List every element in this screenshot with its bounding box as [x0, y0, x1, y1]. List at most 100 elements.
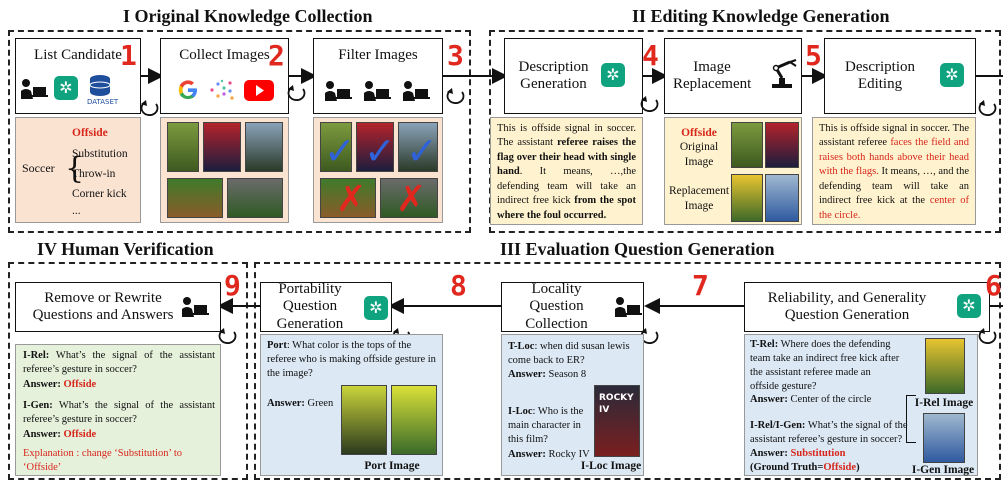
desc-gen-highlight: referee raises the flag over their head … — [497, 137, 636, 178]
desc-gen-text: . It means, …,the defending team will ta… — [497, 166, 636, 207]
candidate-item: Substitution — [72, 148, 128, 160]
soccer-root-label: Soccer — [22, 161, 55, 175]
port-photo — [391, 385, 437, 455]
ground-truth-suffix: ) — [856, 461, 860, 473]
original-image-label: Original Image — [679, 141, 719, 168]
trel-answer-label: Answer: — [750, 394, 788, 406]
section-title-human-verification: IV Human Verification — [37, 239, 214, 259]
iloc-block: I-Loc: Who is the main character in this… — [508, 405, 596, 462]
ground-truth-prefix: (Ground Truth= — [750, 461, 824, 473]
chatgpt-icon: ✲ — [957, 294, 981, 318]
candidate-item: ... — [72, 205, 81, 217]
chatgpt-icon: ✲ — [54, 76, 78, 100]
loop-arrow-icon — [978, 328, 1000, 346]
soccer-photo — [167, 122, 199, 172]
section-title-editing-knowledge: II Editing Knowledge Generation — [632, 6, 890, 26]
desc-edit-text: It means, …, and the defending team will… — [819, 166, 969, 207]
igen-answer: Substitution — [790, 447, 846, 459]
port-caption: Port Image — [364, 460, 420, 472]
explanation-text: Explanation : change ‘Substitution’ to ‘… — [23, 448, 183, 474]
iloc-caption: I-Loc Image — [580, 460, 642, 472]
verify-igen-question: What’s the signal of the assistant refer… — [23, 400, 215, 426]
portability-panel: Port: What color is the tops of the refe… — [260, 334, 443, 476]
irel-photo — [925, 338, 965, 394]
section-frame-3 — [254, 262, 1001, 480]
list-candidate-label: List Candidate — [34, 47, 122, 63]
loop-arrow-icon — [640, 96, 662, 114]
filter-images-label: Filter Images — [338, 47, 418, 63]
description-generation-label: Description Generation — [518, 58, 589, 92]
reliability-panel: T-Rel: Where does the defending team tak… — [744, 334, 978, 476]
replacement-photo — [765, 174, 799, 222]
verify-igen-answer-label: Answer: — [23, 428, 64, 440]
rocky-poster-image: ROCKY IV — [594, 385, 640, 457]
tloc-label: T-Loc — [508, 341, 535, 352]
loop-arrow-icon — [218, 328, 240, 346]
check-icon: ✓ — [324, 129, 356, 173]
tloc-question: : when did susan lewis come back to ER? — [508, 341, 630, 367]
collect-images-box: Collect Images — [160, 38, 289, 114]
person-laptop-icon — [614, 296, 642, 318]
desc-gen-highlight: from the spot where the foul occurred. — [497, 195, 636, 221]
remove-rewrite-box: Remove or Rewrite Questions and Answers — [15, 282, 221, 332]
person-laptop-icon — [181, 296, 209, 318]
verify-irel-answer: Offside — [63, 378, 97, 390]
description-editing-panel: This is offside signal in soccer. The as… — [812, 117, 976, 225]
robot-arm-icon — [768, 58, 800, 90]
step-number-8: 8 — [450, 269, 467, 302]
step-number-1: 1 — [120, 39, 137, 72]
port-label: Port — [267, 340, 287, 351]
igen-caption: I-Gen Image — [911, 464, 975, 476]
candidate-item: Throw-in — [72, 168, 116, 180]
brace: { — [65, 151, 85, 186]
tloc-answer: Season 8 — [545, 369, 587, 381]
cross-icon: ✗ — [336, 179, 367, 220]
iloc-answer-label: Answer: — [508, 448, 546, 460]
google-icon — [176, 78, 200, 102]
loop-arrow-icon — [978, 100, 1000, 118]
port-answer-block: Answer: Green — [267, 397, 333, 411]
iloc-label: I-Loc — [508, 406, 533, 417]
trel-question: Where does the defending team take an in… — [750, 339, 900, 392]
step-number-9: 9 — [224, 269, 241, 302]
check-icon: ✓ — [364, 129, 396, 173]
igen-answer-label: Answer: — [750, 447, 791, 459]
loop-arrow-icon — [140, 100, 162, 118]
collected-images-panel — [160, 117, 289, 223]
filtered-images-panel: ✓ ✓ ✓ ✗ ✗ — [313, 117, 443, 223]
portability-question-label: Portability Question Generation — [276, 281, 344, 332]
soccer-photo — [380, 178, 438, 218]
person-laptop-icon — [402, 80, 430, 102]
port-answer-label: Answer: — [267, 398, 305, 409]
loop-arrow-icon — [287, 85, 309, 103]
verification-panel: I-Rel: What’s the signal of the assistan… — [15, 344, 221, 476]
bracket — [906, 395, 916, 443]
soccer-photo — [227, 178, 283, 218]
verify-irel-block: I-Rel: What’s the signal of the assistan… — [23, 349, 215, 392]
port-block: Port: What color is the tops of the refe… — [267, 339, 439, 382]
list-candidate-box: List Candidate — [15, 38, 141, 114]
remove-rewrite-label: Remove or Rewrite Questions and Answers — [32, 289, 174, 323]
step-number-4: 4 — [642, 39, 659, 72]
trel-label: T-Rel: — [750, 339, 779, 350]
description-editing-label: Description Editing — [845, 58, 915, 92]
verify-igen-block: I-Gen: What’s the signal of the assistan… — [23, 399, 215, 442]
step-number-7: 7 — [692, 269, 709, 302]
soccer-photo — [167, 178, 223, 218]
database-icon — [88, 74, 112, 98]
port-answer: Green — [304, 398, 334, 409]
candidate-item: Offside — [72, 127, 108, 139]
dataset-label: DATASET — [87, 98, 119, 106]
step-number-6: 6 — [985, 269, 1002, 302]
tloc-answer-label: Answer: — [508, 369, 546, 381]
section-frame-4 — [8, 262, 248, 480]
section-frame-1 — [8, 30, 471, 233]
description-generation-panel: This is offside signal in soccer. The as… — [490, 117, 643, 225]
desc-edit-highlight: center of the circle. — [819, 195, 969, 221]
chatgpt-icon: ✲ — [364, 296, 388, 320]
replacement-image-label: Replacement Image — [668, 185, 730, 212]
verify-irel-question: What’s the signal of the assistant refer… — [23, 350, 215, 376]
person-laptop-icon — [363, 80, 391, 102]
soccer-photo — [203, 122, 241, 172]
desc-edit-text: This is offside signal in soccer. The as… — [819, 123, 969, 149]
